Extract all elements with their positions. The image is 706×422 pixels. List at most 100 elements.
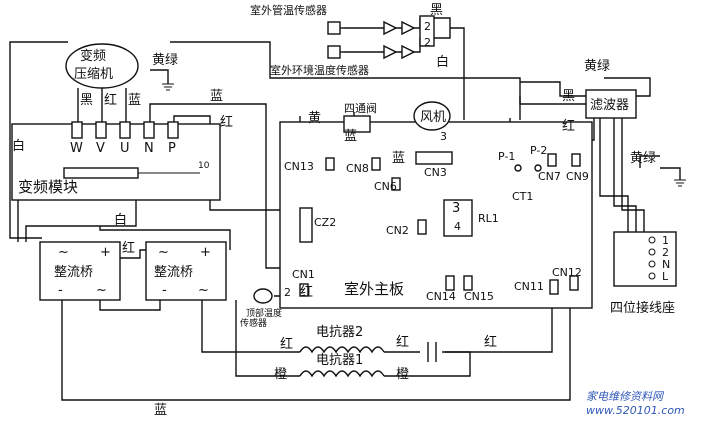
four-way-valve (343, 115, 371, 133)
label-term-u: U (120, 141, 130, 156)
label-filter: 滤波器 (590, 98, 629, 113)
label-term-n: N (144, 141, 154, 156)
label-cn12: CN12 (552, 266, 582, 279)
label-blue-cn6: 蓝 (392, 151, 405, 166)
label-rectifier-1: 整流桥 (54, 265, 93, 280)
label-sensor-pipe: 室外管温传感器 (250, 3, 327, 17)
label-rect1-plus: + (100, 245, 111, 260)
label-cn11: CN11 (514, 280, 544, 293)
label-cn9: CN9 (566, 170, 589, 183)
inverter-module (11, 123, 221, 201)
label-rect1-minus: - (58, 283, 63, 298)
label-terminal-pin-1: 1 (662, 234, 669, 247)
ground-symbol-right (674, 179, 686, 187)
label-red-rect: 红 (122, 240, 135, 256)
label-fourway-valve: 四通阀 (344, 101, 377, 115)
label-blue-n: 蓝 (210, 89, 223, 104)
module-resistor (63, 167, 139, 179)
top-temp-sensor (253, 288, 273, 304)
label-red-cn1: 红 (300, 284, 313, 300)
filter (585, 89, 637, 119)
label-black-comp: 黑 (80, 93, 93, 108)
sensor-env-connector (327, 45, 341, 59)
reactor-1 (299, 370, 385, 378)
label-rectifier-2: 整流桥 (154, 265, 193, 280)
label-terminal-pin-2: 2 (662, 246, 669, 259)
sensor-env-temp (383, 44, 416, 60)
label-cz2: CZ2 (314, 216, 336, 229)
label-orange-right: 橙 (396, 367, 409, 382)
label-rl-3: 3 (452, 201, 460, 216)
label-rect2-ac: ~ (158, 245, 169, 260)
label-rect2-plus: + (200, 245, 211, 260)
label-cn15: CN15 (464, 290, 494, 303)
label-black-top: 黑 (430, 3, 443, 18)
label-fan-pin3: 3 (440, 130, 447, 143)
label-blue-fourway: 蓝 (344, 129, 357, 144)
capacitor (427, 342, 437, 362)
cn12-connector (569, 275, 579, 291)
label-cn6: CN6 (374, 180, 397, 193)
cn9-connector (571, 153, 581, 167)
cn8-connector (371, 157, 381, 171)
label-red-p: 红 (220, 114, 233, 130)
label-term-w: W (70, 141, 83, 156)
label-red-reactor2-left: 红 (280, 336, 293, 352)
cn1-connector (299, 283, 309, 297)
rectifier-1 (39, 241, 121, 301)
label-fan: 风机 (420, 110, 446, 125)
cn3-connector (415, 151, 453, 165)
label-sensor-env: 室外环境温度传感器 (270, 63, 369, 77)
cn7-connector (547, 153, 557, 167)
reactor-2 (299, 346, 385, 354)
label-yellow-green-right: 黄绿 (630, 151, 656, 166)
cn14-connector (445, 275, 455, 291)
label-term-p: P (168, 141, 176, 156)
label-pin2a: 2 (424, 20, 431, 33)
label-orange-left: 橙 (274, 367, 287, 382)
label-red-capacitor-right: 红 (484, 334, 497, 350)
label-cn14: CN14 (426, 290, 456, 303)
label-red-reactor2-right: 红 (396, 334, 409, 350)
label-terminal-pin-l: L (662, 270, 669, 283)
label-white-top: 白 (436, 54, 449, 70)
label-pin2b: 2 (424, 36, 431, 49)
label-reactor2: 电抗器2 (316, 325, 363, 340)
sensor-top-plug (419, 15, 435, 47)
label-yellow-green-top: 黄绿 (584, 59, 610, 74)
label-compressor-line1: 变频 (80, 48, 106, 64)
fan-motor (413, 101, 451, 131)
label-cn8: CN8 (346, 162, 369, 175)
label-compressor-line2: 压缩机 (74, 66, 113, 82)
label-blue-comp: 蓝 (128, 93, 141, 108)
sensor-pipe-temp (383, 20, 416, 36)
label-red-filter: 红 (562, 118, 575, 134)
label-top-sensor-line1: 顶部温度 (246, 307, 282, 319)
terminal-contacts (648, 236, 656, 280)
rectifier-2 (145, 241, 227, 301)
watermark-cn: 家电维修资料网 (586, 390, 665, 403)
label-yellow: 黄 (308, 111, 321, 126)
four-pin-terminal (613, 231, 677, 287)
label-rect2-ac2: ~ (198, 283, 209, 298)
label-p2: P-2 (530, 144, 547, 157)
label-rect1-ac: ~ (58, 245, 69, 260)
label-rect2-minus: - (162, 283, 167, 298)
cz2-connector (299, 207, 313, 243)
p1-pin (514, 164, 522, 172)
label-cn2: CN2 (386, 224, 409, 237)
label-ct1: CT1 (512, 190, 533, 203)
label-blue-bottom: 蓝 (154, 403, 167, 418)
label-white-left: 白 (12, 138, 25, 154)
label-cn1-pin2: 2 (284, 286, 291, 299)
p2-pin (534, 164, 542, 172)
label-white-mid: 白 (114, 212, 127, 228)
label-cn1: CN1 (292, 268, 315, 281)
label-cn3: CN3 (424, 166, 447, 179)
label-rl1: RL1 (478, 212, 499, 225)
watermark-url: www.520101.com (586, 404, 685, 417)
label-num10: 10 (198, 161, 210, 171)
label-rect1-ac2: ~ (96, 283, 107, 298)
rl1-relay (443, 199, 473, 237)
